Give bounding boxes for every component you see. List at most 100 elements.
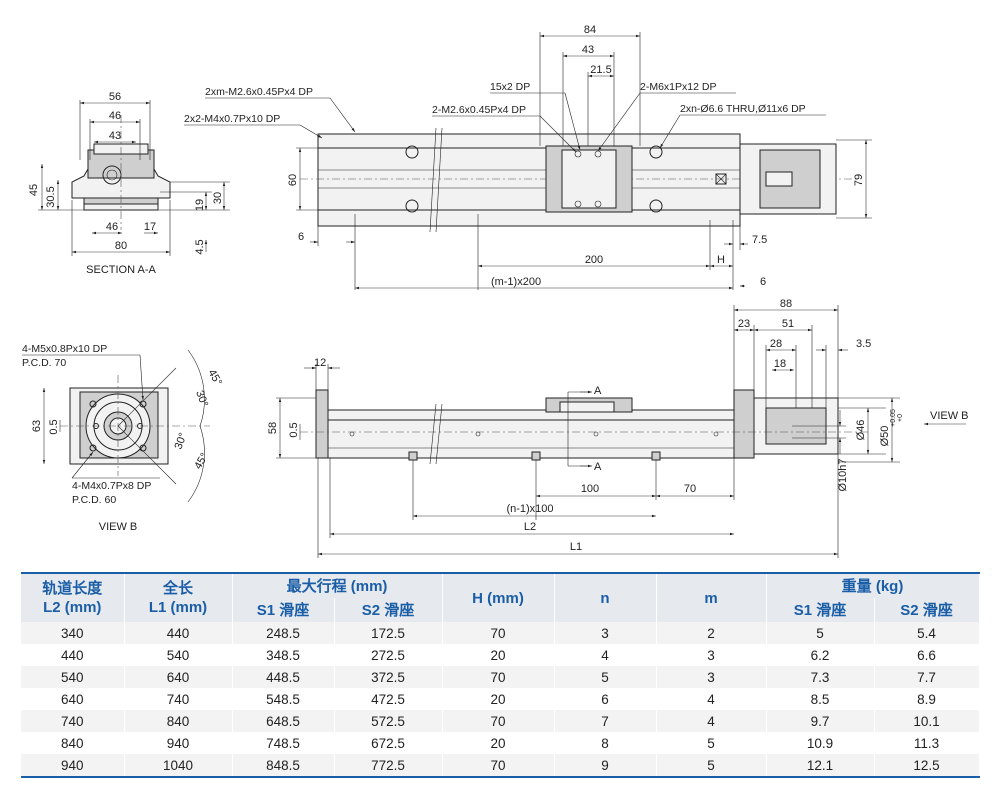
angle-45-bottom: 45°: [192, 451, 211, 471]
view-b-caption: VIEW B: [99, 521, 138, 533]
callout-m4: 2x2-M4x0.7Px10 DP: [184, 113, 280, 125]
dim-7-5: 7.5: [752, 234, 767, 246]
table-cell: 10.9: [766, 732, 875, 754]
header-stroke-s2: S2 滑座: [334, 598, 443, 622]
table-cell: 7: [554, 710, 657, 732]
header-weight-s1: S1 滑座: [766, 598, 875, 622]
table-cell: 11.3: [874, 732, 980, 754]
table-cell: 8.9: [874, 688, 980, 710]
dim-l2: L2: [524, 521, 536, 533]
table-cell: 4: [554, 644, 657, 666]
table-cell: 272.5: [334, 644, 443, 666]
table-cell: 8: [554, 732, 657, 754]
table-cell: 6.2: [766, 644, 875, 666]
table-cell: 5: [656, 732, 767, 754]
dim-phi-50: Ø50: [879, 426, 891, 447]
dim-phi-50-tol-lower: +0: [897, 414, 904, 422]
dim-23: 23: [738, 318, 750, 330]
dim-phi-46: Ø46: [855, 420, 867, 441]
table-cell: 640: [124, 666, 233, 688]
table-cell: 70: [442, 710, 555, 732]
dim-80: 80: [115, 240, 127, 252]
table-cell: 340: [21, 622, 125, 644]
table-cell: 5.4: [874, 622, 980, 644]
view-b: 45° 30° 30° 45° 4-M5x0.8Px10 DP P.C.D. 7…: [22, 343, 224, 533]
header-max-stroke: 最大行程 (mm): [232, 572, 443, 598]
table-cell: 172.5: [334, 622, 443, 644]
angle-30-top: 30°: [193, 389, 210, 409]
table-cell: 440: [21, 644, 125, 666]
table-cell: 740: [21, 710, 125, 732]
table-cell: 572.5: [334, 710, 443, 732]
table-cell: 748.5: [232, 732, 335, 754]
view-b-label: VIEW B: [930, 410, 969, 422]
table-cell: 940: [21, 754, 125, 778]
table-cell: 10.1: [874, 710, 980, 732]
table-cell: 672.5: [334, 732, 443, 754]
dim-60: 60: [287, 174, 299, 186]
table-cell: 8.5: [766, 688, 875, 710]
table-cell: 7.3: [766, 666, 875, 688]
table-cell: 548.5: [232, 688, 335, 710]
table-cell: 7.7: [874, 666, 980, 688]
table-cell: 70: [442, 754, 555, 778]
dim-21-5: 21.5: [590, 64, 611, 76]
dim-51: 51: [782, 318, 794, 330]
dim-70: 70: [684, 483, 696, 495]
callout-m5: 4-M5x0.8Px10 DP: [22, 343, 107, 355]
table-cell: 540: [124, 644, 233, 666]
callout-m6: 2-M6x1Px12 DP: [640, 81, 716, 93]
callout-pcd-60: P.C.D. 60: [72, 494, 116, 506]
dim-88: 88: [780, 298, 792, 310]
table-cell: 372.5: [334, 666, 443, 688]
table-cell: 840: [21, 732, 125, 754]
section-mark-a-bottom: A: [594, 461, 602, 473]
side-view: A A 88 23 51 28 3.5 18 12 58 0.5 Ø46: [267, 298, 969, 558]
dim-46-bottom: 46: [106, 221, 118, 233]
dim-43: 43: [109, 130, 121, 142]
angle-45-top: 45°: [205, 368, 224, 388]
callout-m-m2-6: 2xm-M2.6x0.45Px4 DP: [205, 86, 313, 98]
dim-79: 79: [853, 174, 865, 186]
header-stroke-s1: S1 滑座: [232, 598, 335, 622]
table-cell: 648.5: [232, 710, 335, 732]
section-aa-view: 56 46 43 45 30.5 30 19 4.5 46 17 80 SECT…: [28, 91, 230, 276]
table-cell: 9: [554, 754, 657, 778]
table-cell: 12.1: [766, 754, 875, 778]
table-cell: 5: [554, 666, 657, 688]
dim-12: 12: [314, 357, 326, 369]
table-cell: 70: [442, 666, 555, 688]
table-cell: 940: [124, 732, 233, 754]
table-cell: 3: [656, 666, 767, 688]
dim-h: H: [717, 254, 725, 266]
dim-43-top: 43: [582, 44, 594, 56]
header-weight-s2: S2 滑座: [874, 598, 980, 622]
table-cell: 2: [656, 622, 767, 644]
table-cell: 740: [124, 688, 233, 710]
table-cell: 5: [766, 622, 875, 644]
table-cell: 6.6: [874, 644, 980, 666]
table-cell: 440: [124, 622, 233, 644]
dim-n-minus-1: (n-1)x100: [506, 503, 553, 515]
dim-58: 58: [267, 422, 279, 434]
table-cell: 772.5: [334, 754, 443, 778]
table-cell: 6: [554, 688, 657, 710]
callout-m2-6-slide: 2-M2.6x0.45Px4 DP: [432, 104, 526, 116]
table-cell: 20: [442, 688, 555, 710]
callout-m4-pcd: 4-M4x0.7Px8 DP: [72, 480, 151, 492]
dim-63: 63: [31, 420, 43, 432]
dim-4-5: 4.5: [194, 239, 206, 254]
dim-phi-50-tol-upper: +0.05: [890, 409, 897, 427]
dim-m-minus-1: (m-1)x200: [491, 276, 541, 288]
dim-phi-10h7: Ø10h7: [837, 458, 849, 491]
dim-28: 28: [770, 338, 782, 350]
table-cell: 20: [442, 644, 555, 666]
table-cell: 448.5: [232, 666, 335, 688]
dim-30: 30: [212, 192, 224, 204]
